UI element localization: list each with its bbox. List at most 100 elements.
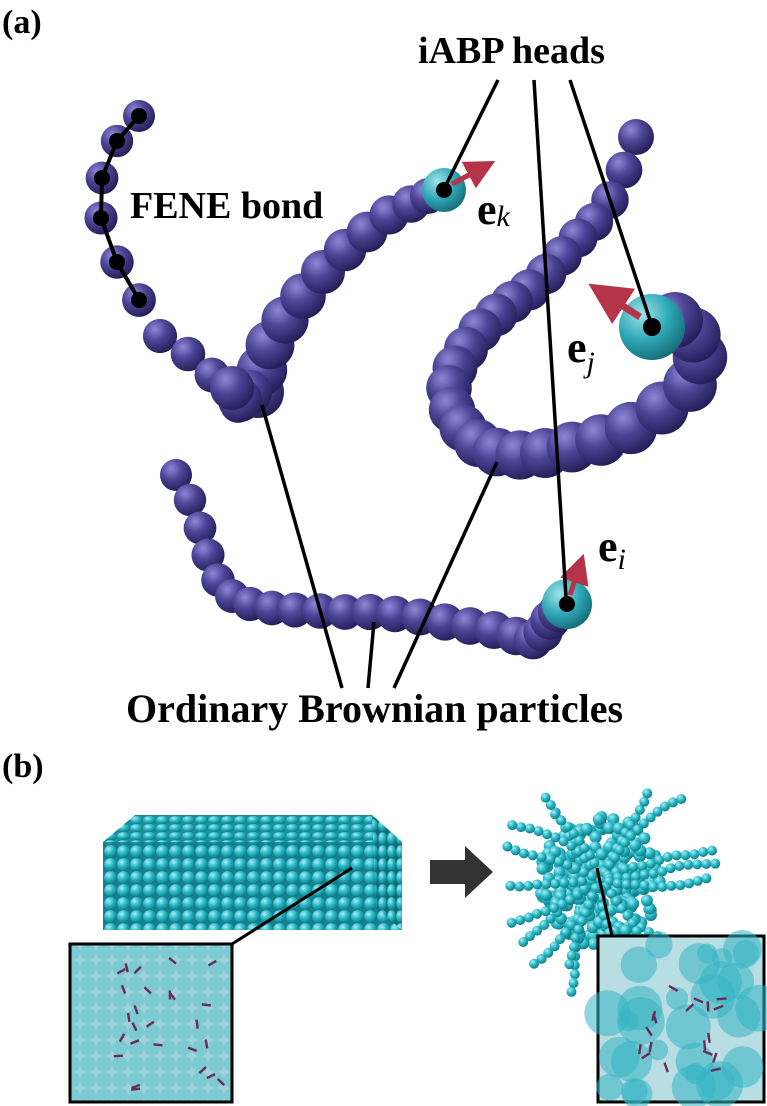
orientation-arrow	[693, 997, 704, 1004]
cluster-bead	[580, 907, 591, 918]
cluster-bead	[524, 931, 535, 942]
cluster-bead	[606, 888, 617, 899]
cluster-bead	[621, 872, 632, 883]
cluster-bead	[541, 829, 552, 840]
cluster-bead	[540, 792, 551, 803]
cluster-bead	[657, 881, 668, 892]
cluster-bead	[505, 880, 516, 891]
orientation-arrow	[124, 963, 129, 973]
orientation-arrow	[702, 1049, 713, 1056]
cluster-bead	[622, 910, 633, 921]
vector-e-i: ei	[598, 522, 626, 576]
cluster-bead	[621, 879, 632, 890]
chain-bead	[210, 366, 254, 410]
orientation-arrow	[707, 1032, 711, 1044]
cluster-bead	[592, 813, 605, 826]
orientation-arrow	[153, 1043, 163, 1047]
iabp-head-i	[542, 553, 592, 629]
cluster-bead	[532, 879, 543, 890]
cluster-bead	[627, 897, 640, 910]
cluster-bead	[632, 824, 643, 835]
cluster-bead	[701, 858, 712, 869]
cluster-bead	[569, 969, 580, 980]
cluster-bead	[657, 866, 668, 877]
cluster-bead	[639, 869, 650, 880]
orientation-arrow	[198, 1066, 207, 1075]
orientation-arrow	[216, 1078, 226, 1086]
cluster-bead	[564, 894, 575, 905]
cluster-bead	[639, 880, 650, 891]
chain-bead	[605, 151, 643, 189]
orientation-arrow	[143, 986, 152, 995]
cluster-bead	[566, 840, 577, 851]
orientation-arrow	[710, 1067, 721, 1073]
chain-bead	[173, 483, 207, 517]
orientation-arrow	[133, 965, 142, 975]
cluster-bead	[643, 847, 656, 860]
orientation-arrow	[703, 1040, 707, 1051]
orientation-arrow	[716, 997, 727, 1001]
cluster-bead	[675, 880, 686, 891]
cluster-bead	[586, 871, 597, 882]
inset-bead	[647, 1039, 669, 1061]
orientation-arrow	[126, 1012, 131, 1023]
cluster-bead	[630, 812, 641, 823]
cluster-bead	[680, 850, 691, 861]
cluster-bead	[523, 912, 534, 923]
vector-e-j: ej	[567, 323, 595, 379]
cluster-bead	[683, 859, 694, 870]
cluster-bead	[562, 859, 573, 870]
cluster-bead	[590, 882, 601, 893]
cluster-bead	[634, 804, 645, 815]
inset-bead	[584, 990, 631, 1037]
cluster-bead	[689, 849, 700, 860]
cluster-bead	[639, 796, 650, 807]
chain-bead	[170, 336, 206, 372]
cluster-bead	[536, 852, 547, 863]
cluster-bead	[572, 889, 583, 900]
orientation-arrow	[207, 959, 217, 967]
cluster-bead	[536, 953, 547, 964]
cluster-bead	[666, 880, 677, 891]
cluster-bead	[627, 918, 638, 929]
iabp-head-j	[588, 283, 685, 360]
cluster-bead	[642, 788, 653, 799]
cluster-bead	[536, 862, 549, 875]
cluster-bead	[589, 831, 602, 844]
chain-bead	[160, 459, 192, 491]
cluster-bead	[540, 888, 553, 901]
cluster-bead	[631, 925, 642, 936]
orientation-arrow	[131, 1083, 141, 1090]
orientation-arrow	[195, 1019, 199, 1029]
cluster-bead	[570, 863, 581, 874]
inset-bead	[618, 1010, 639, 1032]
cluster-bead	[654, 855, 665, 866]
cluster-bead	[638, 818, 649, 829]
cluster-bead	[609, 852, 620, 863]
cluster-bead	[667, 797, 678, 808]
cluster-bead	[523, 880, 534, 891]
inset-bead	[622, 1078, 653, 1106]
cluster-bead	[502, 841, 513, 852]
cluster-bead	[568, 828, 579, 839]
cluster-bead	[665, 863, 676, 874]
cluster-bead	[604, 859, 615, 870]
cluster-bead	[710, 858, 721, 869]
cluster-bead	[707, 845, 718, 856]
cluster-bead	[549, 941, 560, 952]
orientation-arrow	[187, 1046, 197, 1053]
cluster-bead	[558, 836, 569, 847]
cluster-bead	[574, 835, 585, 846]
cluster-bead	[652, 806, 663, 817]
chain-bead	[277, 592, 313, 628]
cluster-bead	[637, 860, 648, 871]
cluster-bead	[568, 978, 579, 989]
cluster-bead	[645, 812, 656, 823]
orientation-arrow	[713, 1004, 724, 1011]
cluster-bead	[532, 908, 543, 919]
cluster-bead	[573, 924, 584, 935]
cluster-bead	[515, 915, 526, 926]
panel-a-label: (a)	[2, 4, 42, 41]
